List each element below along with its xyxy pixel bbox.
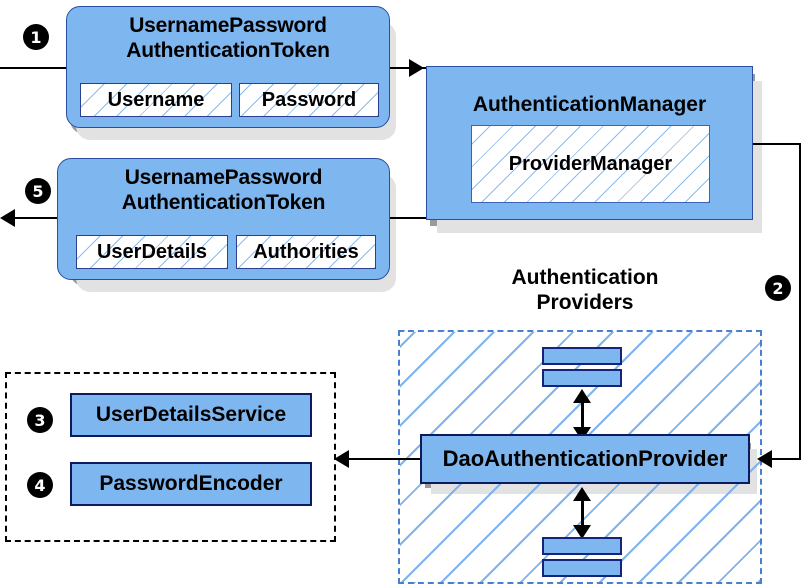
authentication-manager-box: AuthenticationManager ProviderManager bbox=[426, 66, 753, 220]
response-token-title-line2: AuthenticationToken bbox=[121, 191, 326, 214]
step-5-bullet: 5 bbox=[25, 178, 51, 204]
providers-group-label: Authentication Providers bbox=[470, 265, 700, 315]
response-token-title-line1: UsernamePassword bbox=[124, 166, 323, 189]
provider-link-top-line bbox=[581, 398, 584, 432]
token-to-manager-arrowhead bbox=[409, 59, 424, 77]
step-4-bullet: 4 bbox=[27, 472, 53, 498]
step-2-bullet: 2 bbox=[765, 275, 791, 301]
provider-to-services-arrowhead bbox=[334, 450, 349, 468]
response-token-out-line bbox=[10, 217, 72, 219]
request-token-title-line2: AuthenticationToken bbox=[126, 39, 330, 62]
provider-link-bottom-line bbox=[581, 496, 584, 530]
dao-authentication-provider-box: DaoAuthenticationProvider bbox=[420, 434, 750, 484]
manager-to-provider-line-h2 bbox=[770, 458, 801, 460]
request-token-field-password: Password bbox=[239, 83, 379, 117]
provider-link-top-arrowhead-up bbox=[573, 389, 591, 403]
other-provider-slot-4 bbox=[542, 559, 622, 577]
incoming-request-line bbox=[0, 67, 68, 69]
token-to-manager-line bbox=[390, 67, 426, 69]
response-token-card: UsernamePassword AuthenticationToken Use… bbox=[57, 158, 390, 280]
providers-group-label-line1: Authentication bbox=[511, 266, 659, 289]
other-provider-slot-3 bbox=[542, 537, 622, 555]
response-token-title: UsernamePassword AuthenticationToken bbox=[58, 165, 389, 215]
providers-group-label-line2: Providers bbox=[536, 291, 634, 314]
manager-to-provider-line-v bbox=[799, 143, 801, 460]
response-token-field-authorities: Authorities bbox=[236, 235, 376, 269]
user-details-service-box: UserDetailsService bbox=[70, 393, 312, 437]
authentication-manager-title: AuthenticationManager bbox=[472, 93, 707, 116]
manager-to-provider-arrowhead bbox=[757, 450, 772, 468]
password-encoder-box: PasswordEncoder bbox=[70, 462, 312, 506]
provider-link-bottom-arrowhead-up bbox=[573, 487, 591, 501]
provider-to-services-line bbox=[348, 458, 420, 460]
request-token-title: UsernamePassword AuthenticationToken bbox=[67, 13, 389, 63]
response-token-field-userdetails: UserDetails bbox=[76, 235, 228, 269]
other-provider-slot-2 bbox=[542, 369, 622, 387]
request-token-field-username: Username bbox=[80, 83, 232, 117]
request-token-card: UsernamePassword AuthenticationToken Use… bbox=[66, 6, 390, 128]
provider-link-bottom-arrowhead-down bbox=[573, 525, 591, 539]
provider-manager-box: ProviderManager bbox=[471, 125, 710, 203]
response-token-out-arrowhead bbox=[0, 209, 15, 227]
step-1-bullet: 1 bbox=[23, 24, 49, 50]
manager-to-provider-line-h1 bbox=[753, 143, 801, 145]
other-provider-slot-1 bbox=[542, 347, 622, 365]
manager-to-response-token-line bbox=[390, 217, 445, 219]
step-3-bullet: 3 bbox=[27, 407, 53, 433]
request-token-title-line1: UsernamePassword bbox=[129, 14, 327, 37]
